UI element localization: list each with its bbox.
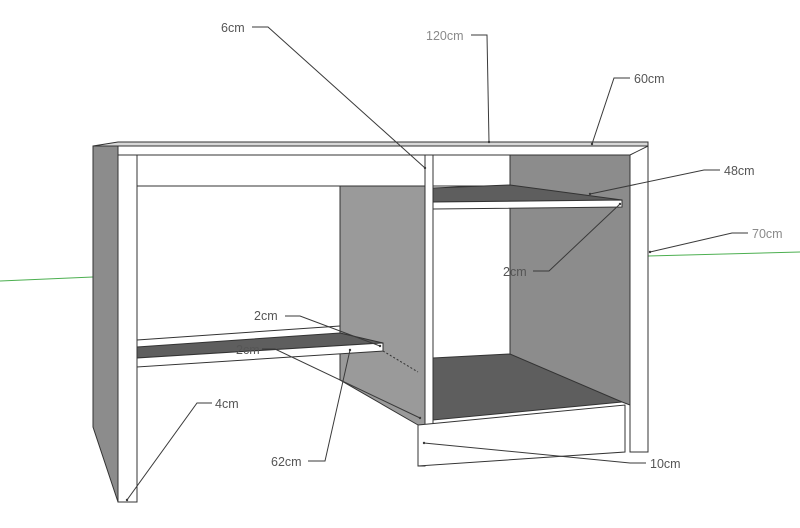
leader-70cm xyxy=(649,232,748,253)
leader-ticks xyxy=(125,140,652,502)
label-4cm: 4cm xyxy=(215,397,239,411)
cabinet-shelf-front xyxy=(432,199,623,210)
label-70cm: 70cm xyxy=(752,227,783,241)
leader-10cm xyxy=(423,442,646,464)
right-side-panel-front xyxy=(629,145,649,453)
keyboard-tray-runner xyxy=(136,325,341,341)
label-48cm: 48cm xyxy=(724,164,755,178)
desktop-top-surface xyxy=(92,141,649,147)
desktop-front-apron xyxy=(136,154,426,187)
leader-6cm xyxy=(252,26,426,169)
label-120cm: 120cm xyxy=(426,29,464,43)
middle-divider-front xyxy=(424,154,434,426)
label-2cm-tray-inner: 2cm xyxy=(236,343,260,357)
cabinet-plinth xyxy=(417,404,626,467)
label-2cm-shelf: 2cm xyxy=(503,265,527,279)
leader-4cm xyxy=(126,402,212,501)
axis-line-left xyxy=(0,276,94,282)
tray-dotted-edge xyxy=(382,350,419,373)
label-60cm: 60cm xyxy=(634,72,665,86)
desktop-front-right-band xyxy=(432,154,511,187)
axis-line-right xyxy=(647,251,800,257)
label-6cm: 6cm xyxy=(221,21,245,35)
leader-48cm xyxy=(589,169,720,195)
label-10cm: 10cm xyxy=(650,457,681,471)
left-side-panel-face xyxy=(92,145,119,503)
leader-2cm-tray-inner xyxy=(262,348,421,419)
leader-60cm xyxy=(591,77,630,145)
leader-2cm-tray xyxy=(285,315,381,347)
label-2cm-tray: 2cm xyxy=(254,309,278,323)
leader-2cm-shelf xyxy=(533,203,621,272)
desktop-top-front xyxy=(117,145,649,156)
middle-divider-side xyxy=(339,185,426,467)
dimension-leaders xyxy=(126,26,748,501)
label-62cm: 62cm xyxy=(271,455,302,469)
leader-120cm xyxy=(471,34,490,143)
leader-62cm xyxy=(308,349,351,462)
cabinet-bottom xyxy=(432,353,623,421)
left-side-panel-front xyxy=(117,145,138,503)
